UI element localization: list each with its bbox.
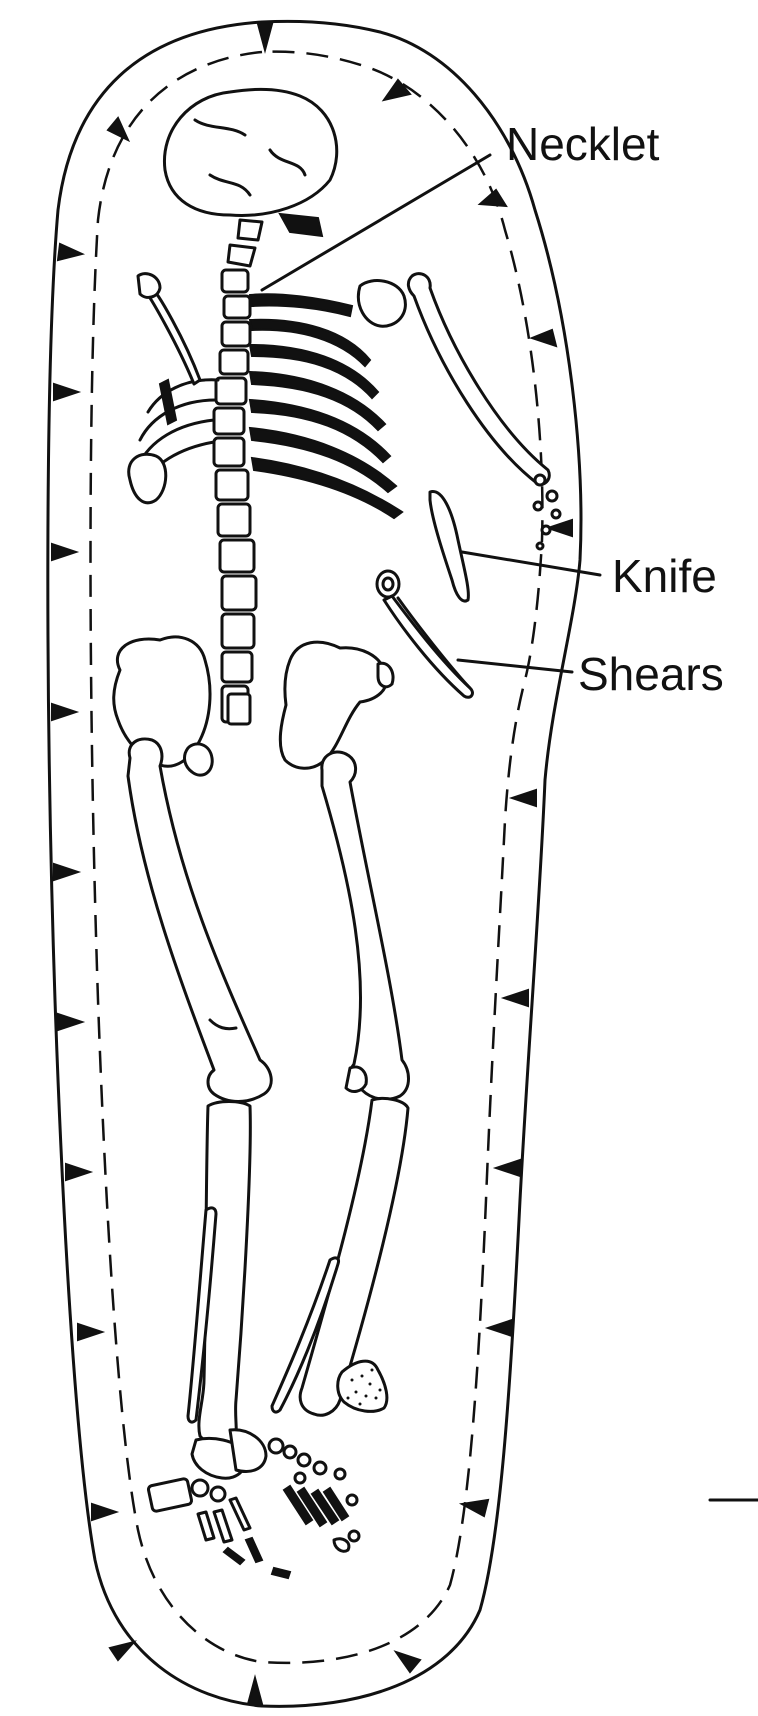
right-scapula xyxy=(358,281,405,327)
right-femur xyxy=(322,752,409,1099)
left-femur xyxy=(128,739,271,1102)
right-hand-bones xyxy=(534,475,560,549)
left-foot-bones xyxy=(148,1430,290,1578)
skull xyxy=(164,89,336,215)
skeleton xyxy=(114,89,560,1578)
left-humerus-fragment xyxy=(129,454,166,503)
label-shears: Shears xyxy=(578,648,724,700)
stone xyxy=(338,1361,387,1411)
right-humerus xyxy=(408,274,549,485)
left-clavicle xyxy=(146,286,200,384)
grave-cut xyxy=(48,21,581,1706)
label-knife: Knife xyxy=(612,550,717,602)
pelvis-right xyxy=(280,642,386,768)
grave-outer-edge xyxy=(48,21,581,1706)
knife xyxy=(430,492,468,601)
ribs-right xyxy=(250,320,402,518)
spine xyxy=(214,270,256,722)
right-foot-bones xyxy=(269,1439,359,1551)
label-necklet: Necklet xyxy=(506,118,660,170)
shears-leader xyxy=(458,660,572,672)
hachure-marks xyxy=(52,24,572,1704)
necklet-beads xyxy=(250,294,352,316)
